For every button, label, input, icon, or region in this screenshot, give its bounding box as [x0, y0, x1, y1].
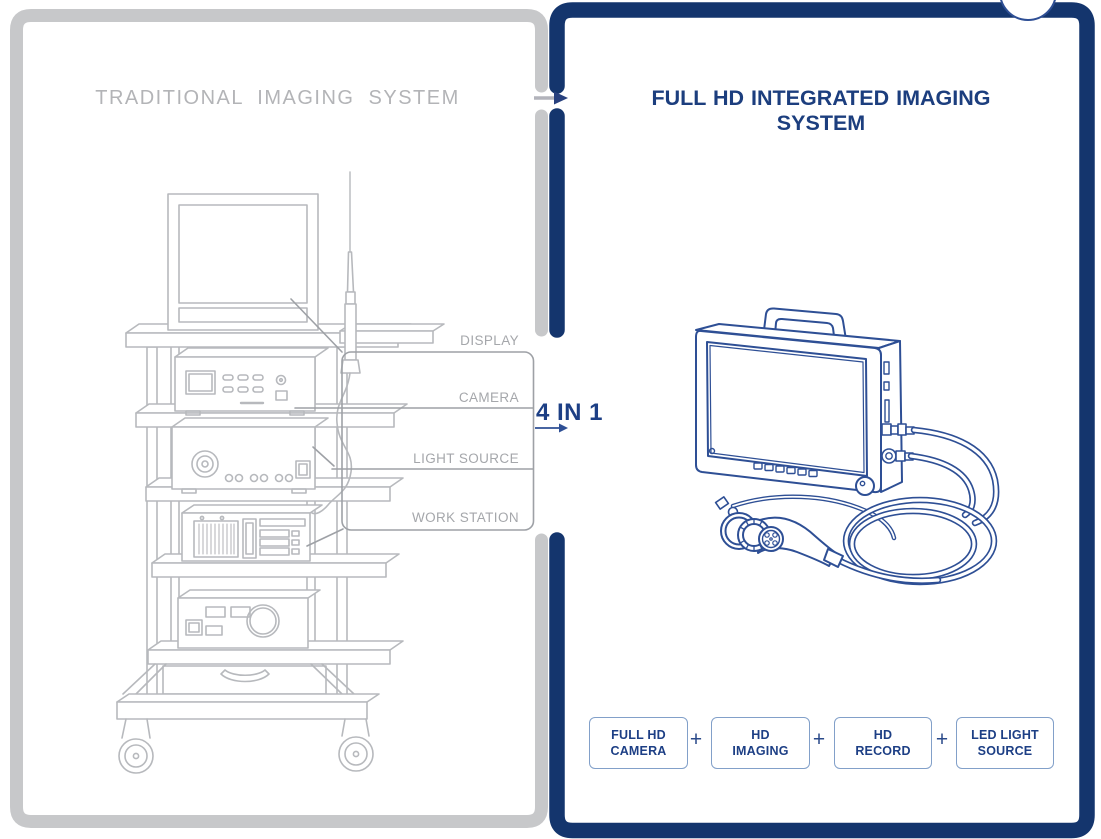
plus-sign: + [812, 728, 826, 751]
logo-notch [1000, 0, 1056, 21]
feature-box-led-light-source: LED LIGHT SOURCE [956, 717, 1054, 769]
trolley-illustration [116, 171, 445, 774]
right-panel-border [549, 2, 1095, 839]
plus-sign: + [935, 728, 949, 751]
feature-line: CAMERA [610, 744, 667, 758]
traditional-title: TRADITIONAL IMAGING SYSTEM [95, 87, 460, 109]
left-panel-border [10, 9, 548, 828]
component-label-work-station: WORK STATION [411, 510, 519, 525]
four-in-one-arrow-icon [535, 423, 568, 433]
feature-box-hd-imaging: HD IMAGING [711, 717, 810, 769]
feature-line: IMAGING [732, 744, 789, 758]
plus-sign: + [689, 728, 703, 751]
four-in-one-badge: 4 IN 1 [536, 399, 604, 426]
feature-line: LED LIGHT [971, 728, 1039, 742]
feature-line: RECORD [855, 744, 911, 758]
component-label-display: DISPLAY [460, 333, 519, 348]
component-bracket [290, 298, 535, 547]
feature-line: SOURCE [977, 744, 1033, 758]
component-label-camera: CAMERA [458, 390, 519, 405]
integrated-title: FULL HD INTEGRATED IMAGING SYSTEM [651, 86, 991, 135]
transition-arrow-icon [534, 91, 568, 105]
feature-line: HD [751, 728, 770, 742]
component-label-light-source: LIGHT SOURCE [413, 451, 519, 466]
feature-line: HD [873, 728, 893, 742]
monitor-illustration [695, 307, 1000, 586]
feature-box-full-hd-camera: FULL HD CAMERA [589, 717, 688, 769]
feature-line: FULL HD [611, 728, 666, 742]
feature-box-hd-record: HD RECORD [834, 717, 932, 769]
